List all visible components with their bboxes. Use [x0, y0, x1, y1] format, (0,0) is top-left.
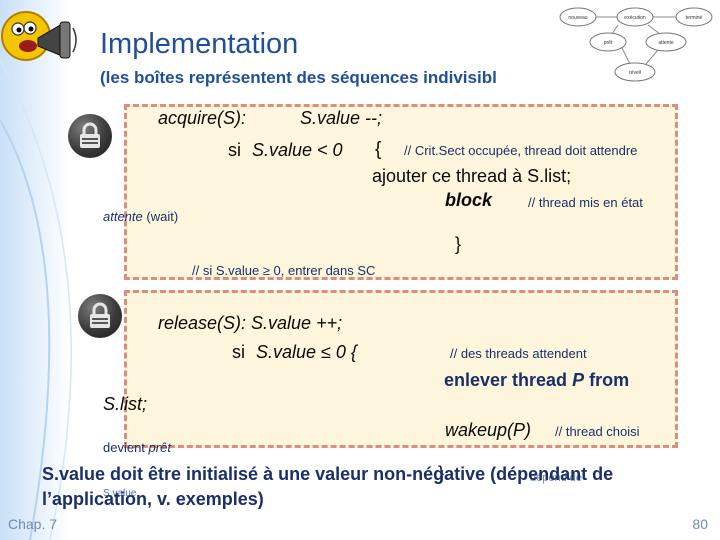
release-signature: release(S): S.value ++; [158, 313, 343, 333]
note-line-1: S.value doit être initialisé à une valeu… [42, 464, 614, 484]
overflow-slist: S.list; [103, 394, 148, 414]
diagram-node: terminé [686, 15, 703, 21]
comment-enter-sc: // si S.value ≥ 0, entrer dans SC [192, 263, 376, 278]
comment-threads-waiting: // des threads attendent [450, 346, 587, 361]
block-keyword: block [445, 190, 493, 210]
acquire-if-condition: S.value < 0 [252, 140, 343, 160]
slide-title: Implementation [100, 28, 299, 60]
diagram-node: nouveau [568, 15, 587, 21]
remove-thread-line: enlever thread P from [444, 370, 629, 391]
diagram-node: prêt [604, 40, 613, 46]
side-decoration [0, 59, 72, 540]
comment-thread-state: // thread mis en état [528, 195, 643, 210]
slide-subtitle: (les boîtes représentent des séquences i… [100, 68, 497, 87]
remove-thread-text: enlever thread [444, 370, 568, 390]
release-box [124, 290, 678, 448]
remove-thread-from: from [589, 370, 630, 390]
devient-word: devient [103, 440, 145, 455]
release-if-keyword: si [232, 342, 245, 362]
comment-thread-chosen: // thread choisi [555, 424, 640, 439]
overflow-attente: attente (wait) [103, 209, 178, 224]
page-number: 80 [692, 516, 708, 532]
note-line-2: l’application, v. exemples) [42, 489, 264, 509]
release-if-condition: S.value ≤ 0 { [256, 342, 357, 362]
diagram-node: attente [658, 40, 674, 46]
release-close-brace: } [438, 463, 445, 483]
diagram-node: exécution [624, 15, 646, 21]
wakeup-call: wakeup(P) [445, 420, 532, 440]
acquire-if-keyword: si [228, 140, 241, 160]
side-gradient [0, 0, 70, 540]
overlap-fragment-left: S.value [103, 488, 137, 499]
acquire-decrement: S.value --; [300, 108, 383, 128]
footer-chapter: Chap. 7 [8, 516, 58, 532]
remove-thread-p: P [572, 370, 585, 390]
comment-critsect-busy: // Crit.Sect occupée, thread doit attend… [404, 143, 638, 158]
state-diagram-thumbnail: nouveau exécution terminé prêt attente r… [556, 0, 720, 100]
acquire-close-brace: } [455, 234, 462, 254]
pret-word: prêt [148, 440, 171, 455]
lock-icon [78, 294, 122, 338]
acquire-box [124, 104, 678, 280]
lock-icon [68, 114, 112, 158]
mascot-shouting-icon [1, 11, 77, 61]
diagram-node: réveil [629, 70, 641, 76]
overlap-fragment-right: dépend de [530, 472, 582, 484]
acquire-open-brace: { [375, 139, 382, 160]
attente-word: attente [103, 209, 143, 224]
wait-word: (wait) [146, 209, 179, 224]
acquire-signature: acquire(S): [158, 108, 247, 128]
add-to-list-line: ajouter ce thread à S.list; [372, 166, 572, 186]
overflow-devient-pret: devient prêt [103, 440, 171, 455]
